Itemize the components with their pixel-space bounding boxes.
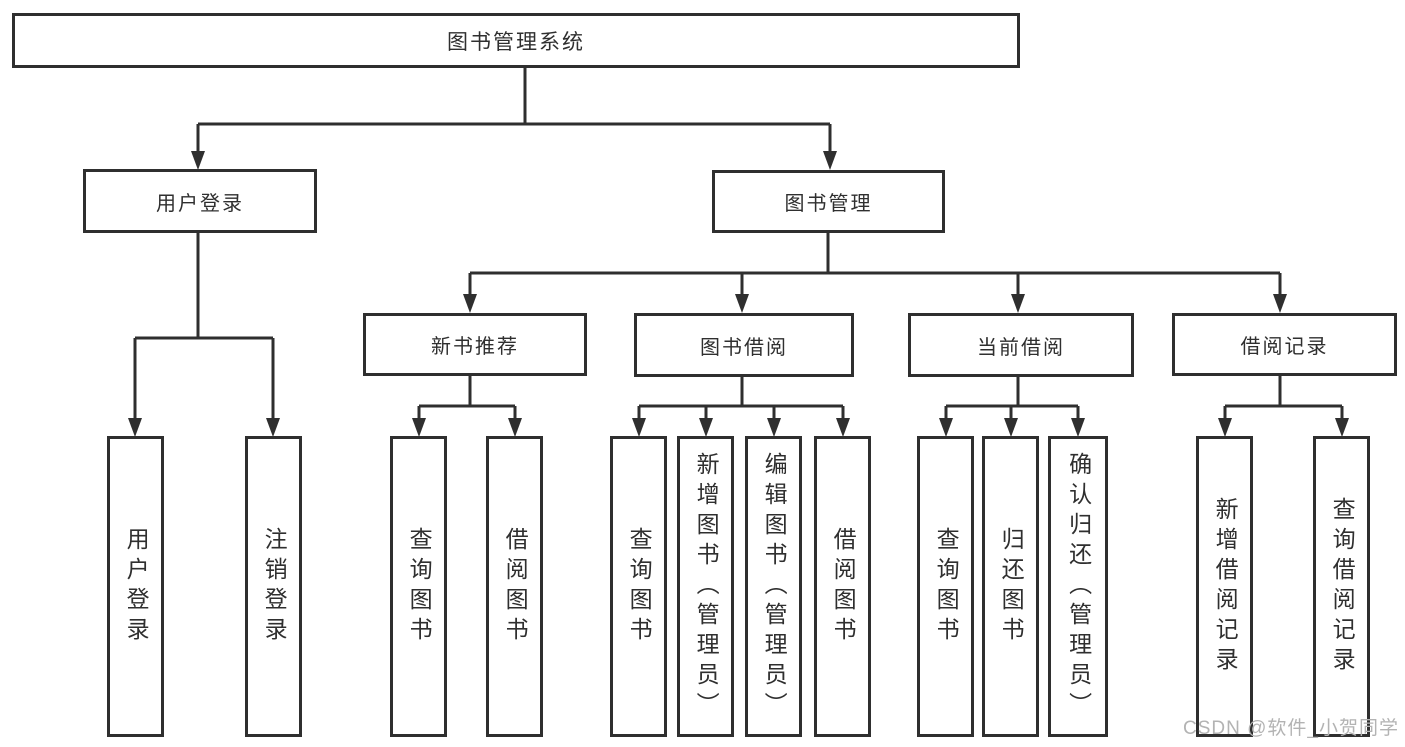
node-label: 当前借阅 (977, 336, 1065, 359)
node-bb-edit-books-admin: 编辑图书（管理员） (745, 436, 802, 737)
node-label: 用户登录 (156, 192, 244, 215)
node-label: 图书管理 (784, 193, 873, 215)
node-book-borrowing: 图书借阅 (634, 313, 854, 377)
connector-user-login-to-children (133, 233, 275, 428)
arrow-down-icon (412, 418, 426, 437)
node-label: 确认归还（管理员） (1065, 451, 1092, 722)
arrow-down-icon (1011, 294, 1025, 313)
arrow-down-icon (767, 418, 781, 437)
node-label: 编辑图书（管理员） (761, 451, 788, 722)
connector-book-borrowing-to-children (637, 377, 845, 428)
node-borrow-records: 借阅记录 (1172, 313, 1397, 376)
node-label: 用户登录 (123, 526, 150, 647)
node-bb-query-books: 查询图书 (610, 436, 667, 737)
node-label: 借阅图书 (502, 526, 529, 647)
arrow-down-icon (699, 418, 713, 437)
arrow-down-icon (128, 418, 142, 437)
node-label: 新增借阅记录 (1212, 496, 1239, 677)
arrow-down-icon (1335, 418, 1349, 437)
arrow-down-icon (823, 151, 837, 170)
arrow-down-icon (1218, 418, 1232, 437)
node-label: 新增图书（管理员） (693, 451, 720, 722)
node-nb-borrow-books: 借阅图书 (486, 436, 543, 737)
node-label: 新书推荐 (431, 336, 519, 358)
node-br-query-record: 查询借阅记录 (1313, 436, 1370, 737)
node-current-borrowing: 当前借阅 (908, 313, 1134, 377)
node-new-book-recommend: 新书推荐 (363, 313, 587, 376)
watermark: CSDN @软件_小贺同学 (1183, 718, 1399, 739)
node-book-management: 图书管理 (712, 170, 945, 233)
node-label: 查询图书 (406, 526, 433, 647)
node-user-login-leaf: 用户登录 (107, 436, 164, 737)
node-user-login: 用户登录 (83, 169, 317, 233)
arrow-down-icon (508, 418, 522, 437)
arrow-down-icon (1071, 418, 1085, 437)
connector-current-borrowing-to-children (944, 377, 1080, 428)
node-label: 查询图书 (933, 526, 960, 647)
connector-root-to-level2 (196, 67, 832, 162)
arrow-down-icon (632, 418, 646, 437)
arrow-down-icon (836, 418, 850, 437)
connector-book-management-to-children (468, 233, 1282, 304)
node-br-add-record: 新增借阅记录 (1196, 436, 1253, 737)
node-label: 图书借阅 (700, 336, 788, 359)
connector-borrow-records-to-children (1223, 376, 1344, 428)
node-bb-add-books-admin: 新增图书（管理员） (677, 436, 734, 737)
arrow-down-icon (191, 151, 205, 170)
node-cb-return-books: 归还图书 (982, 436, 1039, 737)
arrow-down-icon (1004, 418, 1018, 437)
node-logout-leaf: 注销登录 (245, 436, 302, 737)
node-label: 图书管理系统 (447, 30, 585, 54)
node-library-management-system: 图书管理系统 (12, 13, 1020, 68)
node-label: 借阅图书 (830, 526, 857, 647)
node-label: 注销登录 (261, 526, 288, 647)
node-label: 查询图书 (626, 526, 653, 647)
arrow-down-icon (463, 294, 477, 313)
node-cb-confirm-return-admin: 确认归还（管理员） (1048, 436, 1108, 737)
connector-new-book-recommend-to-children (417, 376, 517, 428)
arrow-down-icon (266, 418, 280, 437)
node-label: 归还图书 (998, 526, 1025, 647)
node-label: 查询借阅记录 (1329, 496, 1356, 677)
node-nb-query-books: 查询图书 (390, 436, 447, 737)
arrow-down-icon (1273, 294, 1287, 313)
node-bb-borrow-books: 借阅图书 (814, 436, 871, 737)
node-label: 借阅记录 (1240, 336, 1329, 358)
arrow-down-icon (735, 294, 749, 313)
node-cb-query-books: 查询图书 (917, 436, 974, 737)
arrow-down-icon (939, 418, 953, 437)
